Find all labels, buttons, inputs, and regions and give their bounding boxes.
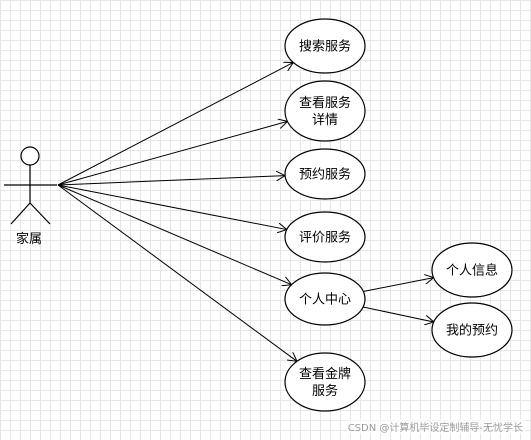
association-actor-review[interactable] — [57, 184, 287, 230]
use-case-ellipse — [284, 148, 366, 200]
use-case-label: 服务 — [312, 383, 338, 399]
use-case-ellipse — [284, 80, 366, 142]
use-case-label: 我的预约 — [446, 323, 498, 339]
use-case-ellipse — [431, 302, 513, 358]
association-actor-search[interactable] — [57, 62, 293, 186]
use-case-label: 评价服务 — [299, 230, 351, 246]
use-case-label: 搜索服务 — [299, 39, 351, 55]
use-case-ellipse — [284, 211, 366, 263]
use-case-ellipse — [284, 352, 366, 412]
use-case-label: 个人中心 — [299, 293, 351, 308]
watermark: CSDN @计算机毕设定制辅导-无忧学长 — [345, 419, 525, 434]
use-case-center[interactable]: 个人中心 — [284, 272, 366, 326]
use-case-ellipse — [431, 242, 513, 298]
use-case-label: 查看金牌 — [299, 366, 351, 382]
actor-family[interactable]: 家属 — [4, 146, 57, 247]
use-case-ellipse — [284, 272, 366, 326]
association-center-info[interactable] — [363, 278, 433, 292]
association-actor-gold[interactable] — [57, 184, 297, 361]
use-case-search[interactable]: 搜索服务 — [284, 18, 366, 74]
use-case-info[interactable]: 个人信息 — [431, 242, 513, 298]
association-actor-book[interactable] — [57, 176, 285, 186]
use-case-label: 个人信息 — [446, 263, 498, 279]
actor-label: 家属 — [16, 231, 42, 247]
use-case-ellipse — [284, 18, 366, 74]
use-case-label: 预约服务 — [299, 167, 351, 183]
use-case-book[interactable]: 预约服务 — [284, 148, 366, 200]
association-actor-detail[interactable] — [57, 121, 287, 186]
use-case-review[interactable]: 评价服务 — [284, 211, 366, 263]
associations-layer — [57, 62, 434, 361]
stick-figure-icon — [4, 146, 57, 225]
use-case-label: 查看服务 — [299, 95, 351, 111]
association-actor-center[interactable] — [57, 184, 292, 285]
use-case-label: 详情 — [312, 113, 338, 128]
use-case-mybook[interactable]: 我的预约 — [431, 302, 513, 358]
association-center-mybook[interactable] — [362, 306, 434, 322]
